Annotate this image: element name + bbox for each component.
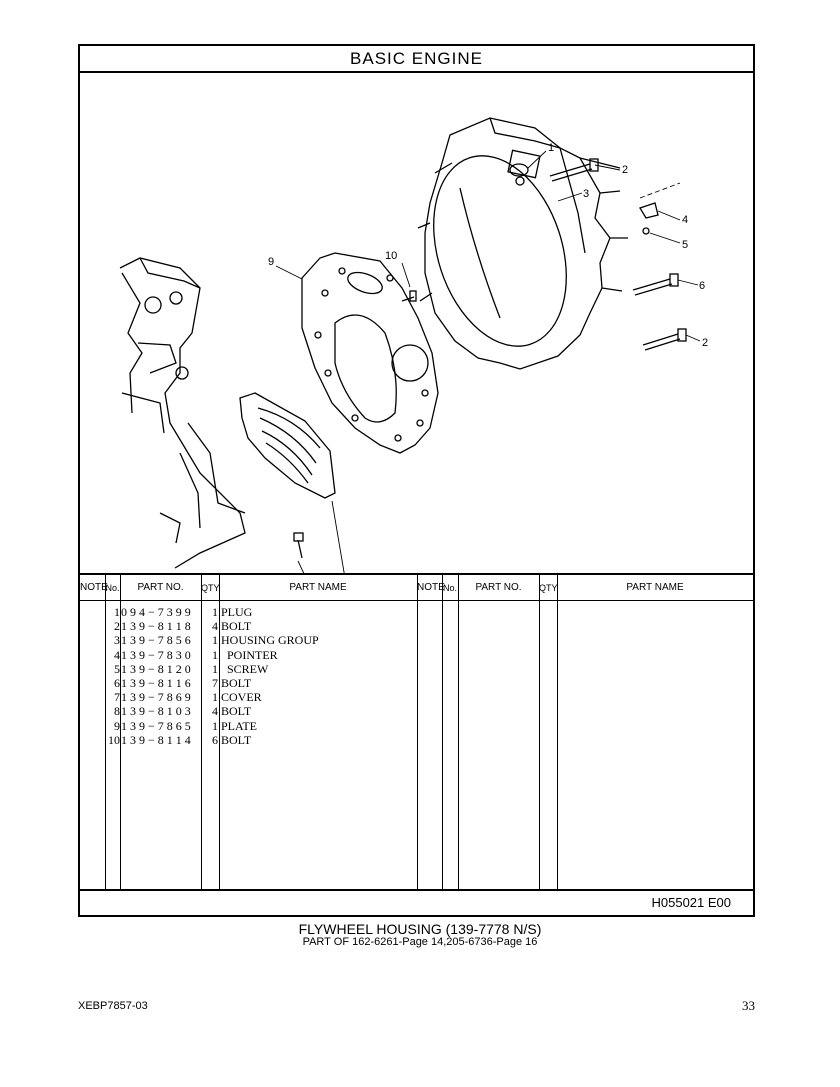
row-number: 1 <box>114 605 120 619</box>
parts-table: NOTE No. PART NO. QTY. PART NAME NOTE No… <box>80 573 753 889</box>
part-name: BOLT <box>221 676 252 690</box>
part-number: 1 3 9 − 8 1 1 8 <box>121 619 191 634</box>
callout-label: 4 <box>682 214 688 226</box>
part-name: PLATE <box>221 718 257 733</box>
callout-labels: 1 2 3 4 5 6 2 10 9 8 7 <box>268 142 708 349</box>
page-title: BASIC ENGINE <box>80 46 753 73</box>
col-header-part-name: PART NAME <box>289 582 347 593</box>
part-name: PLUG <box>221 605 253 619</box>
part-number: 1 3 9 − 8 1 1 4 <box>121 732 191 747</box>
part-number: 1 3 9 − 8 1 0 3 <box>121 704 191 719</box>
pointer-illustration <box>639 202 659 219</box>
part-number: 1 3 9 − 7 8 3 0 <box>121 647 191 662</box>
quantity: 1 <box>212 647 218 662</box>
quantity: 6 <box>212 732 218 747</box>
callout-label: 9 <box>268 256 274 268</box>
part-name: POINTER <box>221 647 278 662</box>
figure-caption-subtitle: PART OF 162-6261-Page 14,205-6736-Page 1… <box>302 936 538 948</box>
col-header-qty: QTY. <box>201 583 221 593</box>
col-header-no: No. <box>442 583 457 593</box>
reference-box: H055021 E00 <box>80 889 753 915</box>
plug-illustration <box>509 163 529 177</box>
page-number: 33 <box>742 998 755 1013</box>
quantity: 1 <box>212 633 218 648</box>
row-number: 4 <box>114 647 120 662</box>
callout-label: 2 <box>702 337 708 349</box>
part-name: COVER <box>221 690 262 705</box>
row-number: 5 <box>114 661 120 676</box>
row-number: 2 <box>114 619 120 634</box>
col-header-note: NOTE <box>80 582 108 593</box>
part-number: 1 3 9 − 7 8 6 5 <box>121 718 191 733</box>
col-header-part-no: PART NO. <box>137 582 184 593</box>
row-number: 6 <box>114 676 120 690</box>
part-name: HOUSING GROUP <box>221 633 319 648</box>
exploded-view-drawing: 1 2 3 4 5 6 2 10 9 8 7 <box>80 73 753 573</box>
callout-label: 10 <box>385 250 397 262</box>
quantity: 1 <box>212 690 218 705</box>
col-header-part-no: PART NO. <box>475 582 522 593</box>
quantity: 1 <box>212 605 218 619</box>
callout-label: 6 <box>699 280 705 292</box>
col-header-qty: QTY. <box>539 583 559 593</box>
callout-label: 3 <box>583 188 589 200</box>
col-header-note: NOTE <box>417 582 445 593</box>
part-name: SCREW <box>221 661 269 676</box>
callout-label: 2 <box>622 164 628 176</box>
part-number: 1 3 9 − 8 1 1 6 <box>121 676 191 690</box>
flywheel-housing-illustration <box>417 117 628 370</box>
part-number: 1 3 9 − 7 8 6 9 <box>121 690 191 705</box>
row-number: 9 <box>114 718 120 733</box>
quantity: 1 <box>212 661 218 676</box>
quantity: 4 <box>212 619 218 634</box>
cover-illustration <box>239 392 336 499</box>
part-number: 1 3 9 − 7 8 5 6 <box>121 633 191 648</box>
engine-block-illustration <box>119 257 246 569</box>
plate-illustration <box>301 252 439 454</box>
part-name: BOLT <box>221 619 252 634</box>
part-number: 1 3 9 − 8 1 2 0 <box>121 661 191 676</box>
quantity: 7 <box>212 676 218 690</box>
row-number: 8 <box>114 704 120 719</box>
bolt-illustrations <box>293 158 687 559</box>
col-header-no: No. <box>105 583 120 593</box>
row-number: 7 <box>114 690 120 705</box>
quantity: 4 <box>212 704 218 719</box>
part-name: BOLT <box>221 704 252 719</box>
callout-label: 1 <box>548 142 554 154</box>
parts-sheet: BASIC ENGINE <box>78 44 755 917</box>
callout-label: 5 <box>682 239 688 251</box>
part-name: BOLT <box>221 732 252 747</box>
drawing-reference-code: H055021 E00 <box>651 895 731 910</box>
leader-lines <box>275 150 701 573</box>
part-number: 0 9 4 − 7 3 9 9 <box>121 605 191 619</box>
figure-caption-title: FLYWHEEL HOUSING (139-7778 N/S) <box>298 921 542 937</box>
col-header-part-name: PART NAME <box>626 582 684 593</box>
row-number: 10 <box>108 732 120 747</box>
quantity: 1 <box>212 718 218 733</box>
row-number: 3 <box>114 633 120 648</box>
document-id: XEBP7857-03 <box>78 1000 148 1012</box>
screw-illustration <box>642 227 650 235</box>
